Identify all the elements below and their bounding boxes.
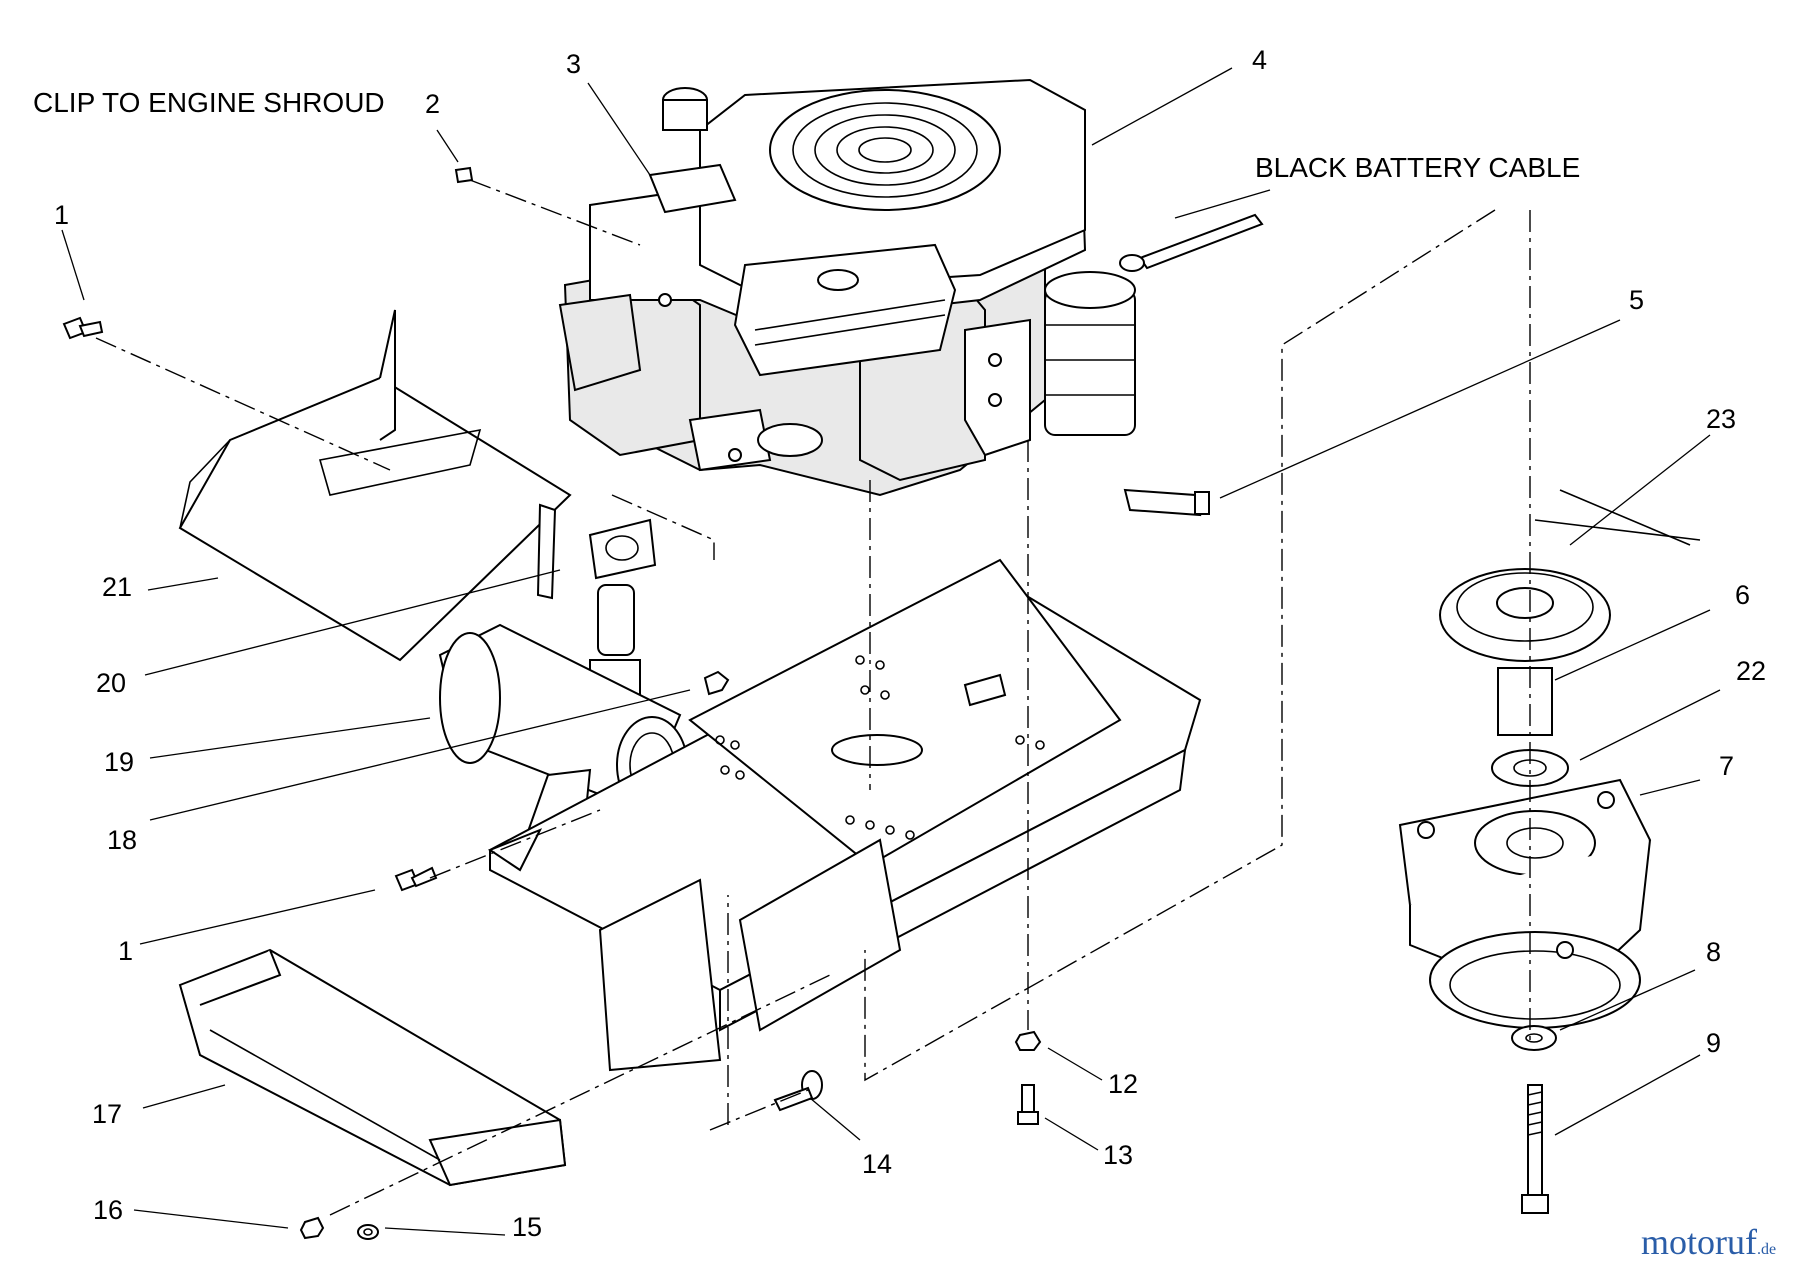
bolt-lower	[394, 866, 438, 892]
bolt-13	[1017, 1084, 1039, 1125]
washer-8	[1511, 1025, 1557, 1051]
callout-19: 19	[104, 747, 134, 777]
callout-4: 4	[1252, 45, 1267, 75]
callout-2: 2	[425, 89, 440, 119]
clip	[454, 166, 474, 184]
clip-caption: CLIP TO ENGINE SHROUD	[33, 87, 385, 118]
callout-22: 22	[1736, 656, 1766, 686]
callout-16: 16	[93, 1195, 123, 1225]
bolt-top	[62, 316, 104, 340]
washer	[357, 1224, 379, 1240]
callout-13: 13	[1103, 1140, 1133, 1170]
exhaust-gasket	[588, 518, 657, 580]
front-bumper	[178, 948, 567, 1187]
engine-pulley	[1439, 489, 1701, 736]
watermark-logo: motoruf.de	[1641, 1222, 1777, 1262]
callout-1-top: 1	[54, 200, 69, 230]
leader-lines	[61, 67, 1721, 1236]
flywheel-screen	[769, 89, 1001, 211]
callout-7: 7	[1719, 751, 1734, 781]
callout-8: 8	[1706, 937, 1721, 967]
callout-5: 5	[1629, 285, 1644, 315]
nut-16	[299, 1216, 325, 1240]
nut-12	[1014, 1030, 1042, 1051]
callout-18: 18	[107, 825, 137, 855]
oil-pressure-switch	[1123, 488, 1210, 517]
callout-17: 17	[92, 1099, 122, 1129]
frame-holes	[715, 655, 1045, 840]
battery-cable	[1119, 213, 1264, 272]
callout-12: 12	[1108, 1069, 1138, 1099]
callout-14: 14	[862, 1149, 892, 1179]
engine-shroud	[178, 309, 572, 662]
callout-23: 23	[1706, 404, 1736, 434]
battery-cable-caption: BLACK BATTERY CABLE	[1255, 152, 1580, 183]
callout-3: 3	[566, 49, 581, 79]
callout-21: 21	[102, 572, 132, 602]
callout-15: 15	[512, 1212, 542, 1242]
alignment-lines	[95, 179, 1531, 1216]
callout-6: 6	[1735, 580, 1750, 610]
callout-numbers: 1 2 3 4 5 23 6 22 7 8 9 12 13 14 15 16 1…	[54, 45, 1766, 1242]
callout-9: 9	[1706, 1028, 1721, 1058]
carriage-bolt	[773, 1070, 823, 1112]
callout-20: 20	[96, 668, 126, 698]
electric-clutch	[1398, 778, 1652, 1029]
engine	[558, 78, 1136, 497]
callout-1-lower: 1	[118, 936, 133, 966]
oil-filter	[1044, 271, 1136, 436]
bolt-9	[1521, 1084, 1549, 1214]
frame	[487, 558, 1202, 1072]
nut	[703, 670, 730, 696]
